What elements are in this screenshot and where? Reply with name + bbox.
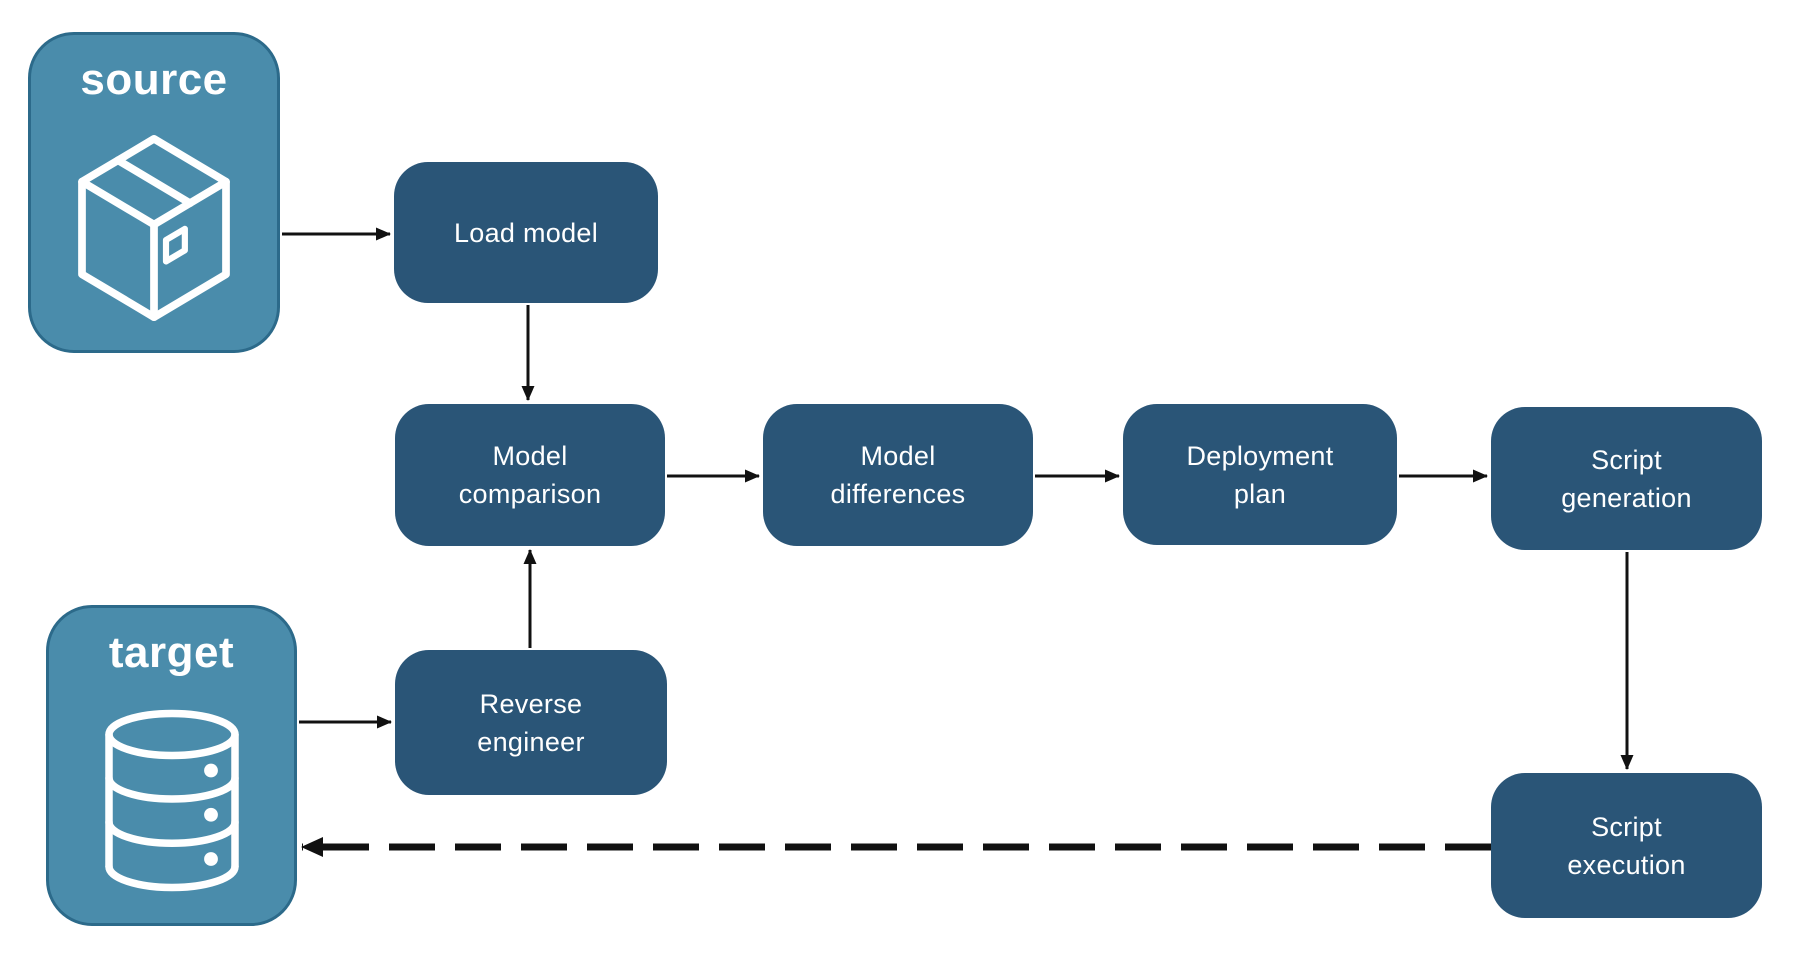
node-script-execution-label: Script execution <box>1567 811 1686 880</box>
source-label: source <box>80 55 228 104</box>
node-deployment-plan: Deployment plan <box>1123 404 1397 545</box>
node-model-differences: Model differences <box>763 404 1033 546</box>
package-icon <box>31 105 277 350</box>
node-reverse-engineer: Reverse engineer <box>395 650 667 795</box>
node-load-model: Load model <box>394 162 658 303</box>
node-model-comparison: Model comparison <box>395 404 665 546</box>
node-model-differences-label: Model differences <box>830 441 966 509</box>
node-load-model-label: Load model <box>453 217 599 248</box>
node-script-generation-label: Script generation <box>1561 444 1692 513</box>
endpoint-target: target <box>46 605 297 926</box>
target-label: target <box>108 628 235 677</box>
node-deployment-plan-label: Deployment plan <box>1186 440 1334 509</box>
node-model-comparison-label: Model comparison <box>458 441 602 509</box>
node-script-execution: Script execution <box>1491 773 1762 918</box>
node-reverse-engineer-label: Reverse engineer <box>477 688 585 757</box>
database-icon <box>49 678 294 923</box>
endpoint-source: source <box>28 32 280 353</box>
node-script-generation: Script generation <box>1491 407 1762 550</box>
